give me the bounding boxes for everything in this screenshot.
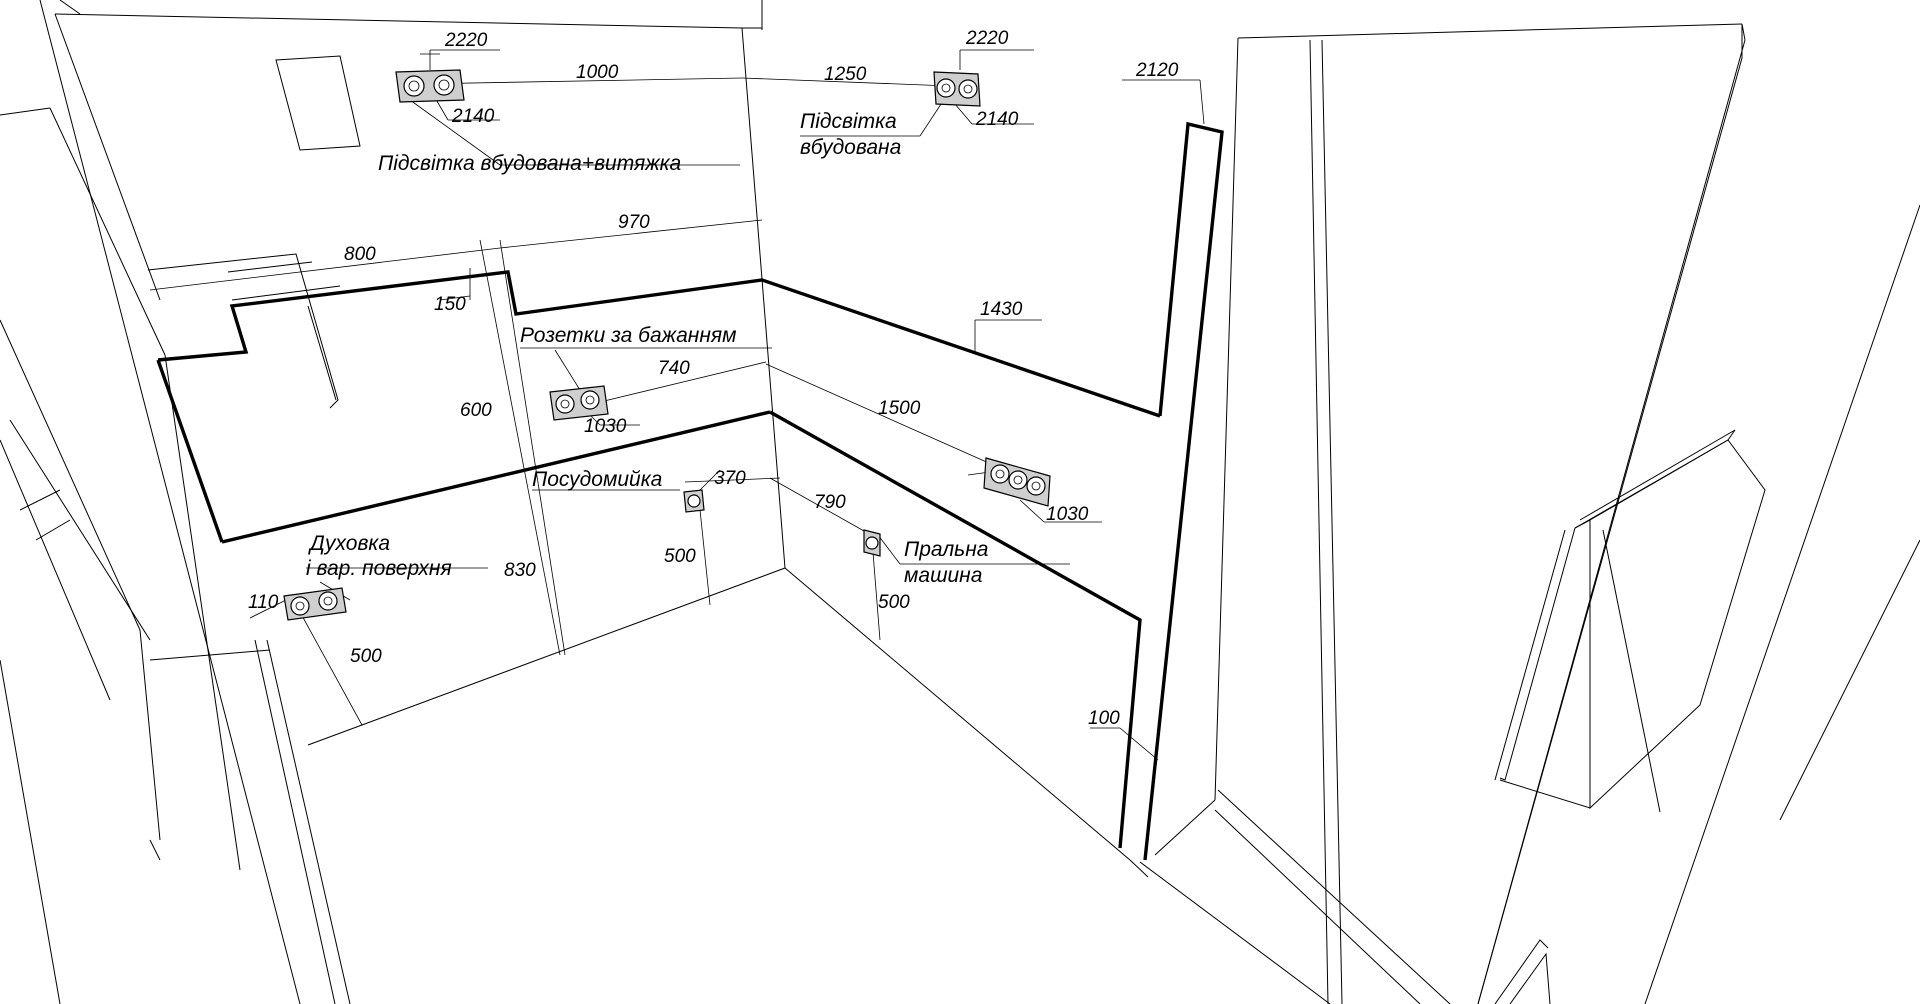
dim-oven-offset: 110	[248, 592, 279, 613]
label-dishwasher: Посудомийка	[532, 468, 662, 491]
labels: Підсвітка вбудована+витяжка Підсвітка вб…	[306, 110, 988, 587]
dim-top-span-left: 1000	[576, 62, 619, 83]
socket-top-left	[395, 69, 465, 103]
socket-dishwasher	[683, 489, 705, 513]
dim-apron-step: 150	[434, 294, 466, 315]
label-hood-light: Підсвітка вбудована+витяжка	[378, 152, 681, 175]
dim-top-span-right: 1250	[824, 64, 867, 85]
label-oven-1: Духовка	[308, 532, 390, 555]
dim-dishwasher-offset: 370	[714, 468, 746, 489]
label-optional-sockets: Розетки за бажанням	[520, 324, 737, 347]
label-washer-1: Пральна	[904, 538, 988, 561]
dim-right-socket-height: 1030	[1046, 504, 1089, 525]
dim-apron-right: 1430	[980, 299, 1023, 320]
dim-oven-height: 500	[350, 646, 382, 667]
dim-washer-offset: 790	[814, 492, 846, 513]
apron-outline	[156, 121, 1224, 861]
dim-counter-height: 830	[504, 560, 536, 581]
dim-washer-height: 500	[878, 592, 910, 613]
dimension-lines	[149, 49, 1205, 761]
label-built-in-light-2: вбудована	[800, 136, 901, 159]
socket-optional	[549, 385, 609, 421]
socket-washer	[863, 529, 881, 557]
socket-oven	[283, 587, 347, 621]
label-oven-2: і вар. поверхня	[306, 557, 452, 580]
dim-apron-center: 970	[618, 212, 650, 233]
dim-apron-left: 800	[344, 244, 376, 265]
dim-top-right-height: 2220	[965, 28, 1009, 49]
dim-right-run: 1500	[878, 398, 921, 419]
dim-dishwasher-height: 500	[664, 546, 696, 567]
dimension-values: 2220 2140 1000 1250 2220 2140 2120 800 1…	[248, 28, 1179, 729]
label-washer-2: машина	[904, 564, 982, 587]
socket-triple-right	[983, 457, 1051, 507]
dim-socket-span: 740	[658, 358, 690, 379]
dim-floor-gap: 100	[1088, 708, 1120, 729]
label-built-in-light-1: Підсвітка	[800, 110, 897, 133]
dim-top-left-socket: 2140	[451, 106, 495, 127]
dim-socket-height-center: 1030	[584, 416, 627, 437]
dim-top-right-socket: 2140	[975, 109, 1019, 130]
dim-door-height: 2120	[1135, 60, 1179, 81]
dim-top-left-height: 2220	[444, 30, 488, 51]
dim-apron-height: 600	[460, 400, 492, 421]
socket-top-right	[933, 71, 981, 107]
